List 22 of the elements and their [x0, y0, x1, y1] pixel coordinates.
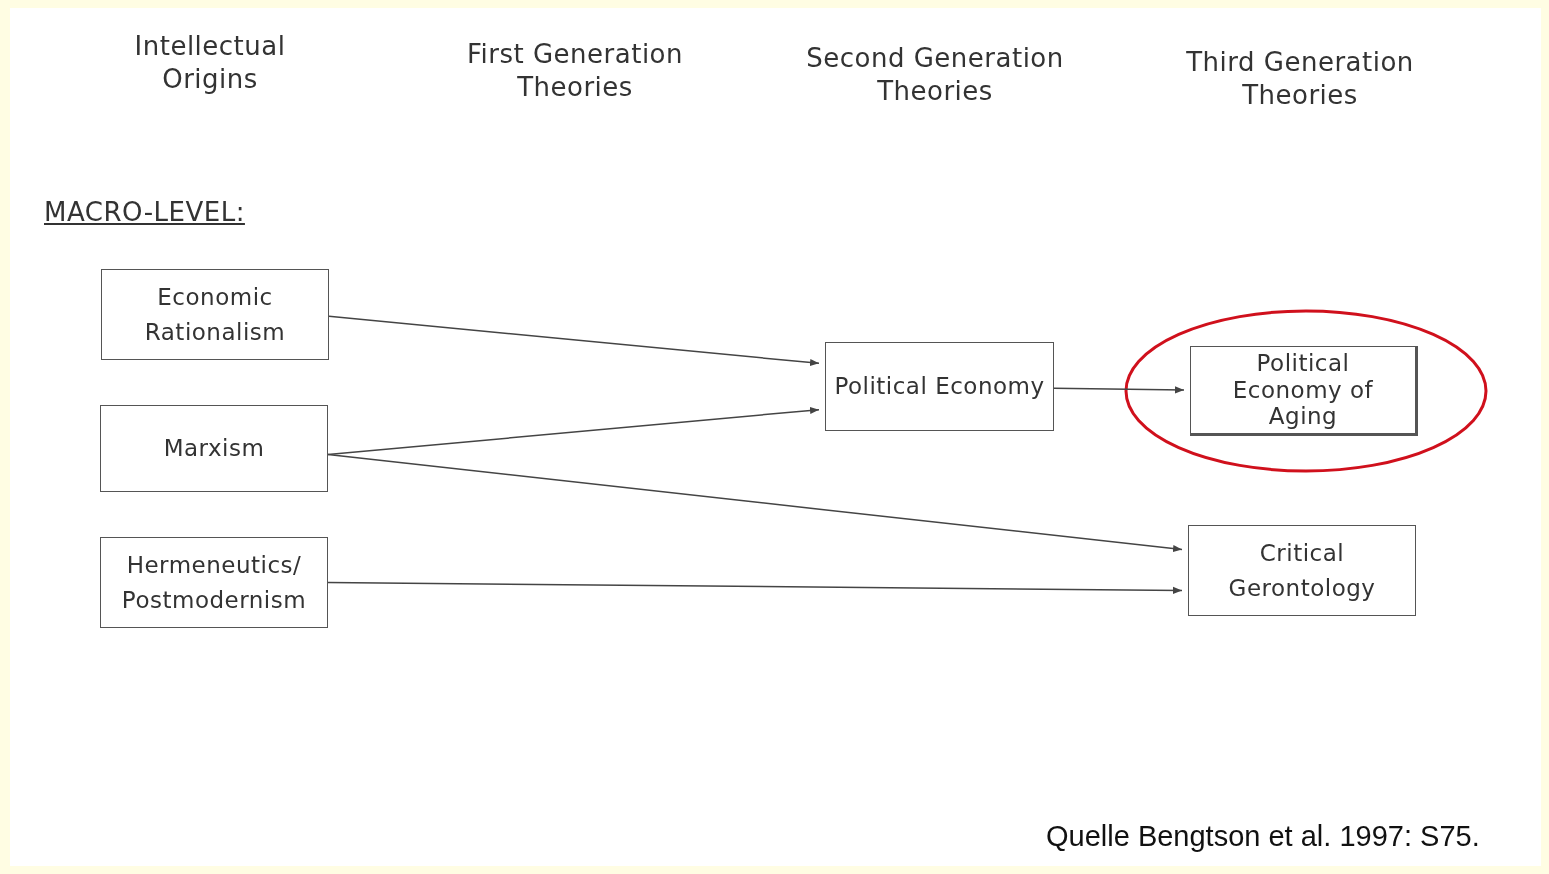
- arrow: [1053, 386, 1185, 394]
- node-label: Economic Rationalism: [143, 283, 287, 347]
- node-label: Critical Gerontology: [1227, 539, 1377, 603]
- node-label: Marxism: [163, 434, 265, 464]
- theory-box: [100, 537, 328, 628]
- column-heading: Third Generation Theories: [1185, 46, 1415, 111]
- theory-box: [100, 405, 328, 492]
- node-label: Hermeneutics/ Postmodernism: [120, 551, 308, 615]
- section-heading: MACRO-LEVEL:: [44, 196, 246, 229]
- node-label: Political Economy of Aging: [1231, 350, 1375, 430]
- arrow: [327, 581, 1183, 595]
- theory-box: [1188, 525, 1416, 616]
- column-heading: Second Generation Theories: [805, 42, 1065, 107]
- column-heading: Intellectual Origins: [133, 30, 287, 95]
- theory-box: [825, 342, 1054, 431]
- theory-box: [1190, 346, 1418, 436]
- arrow: [327, 453, 1183, 553]
- arrow: [328, 315, 820, 367]
- theory-box: [101, 269, 329, 360]
- source-caption: Quelle Bengtson et al. 1997: S75.: [1046, 820, 1480, 853]
- node-label: Political Economy: [834, 372, 1045, 402]
- column-heading: First Generation Theories: [466, 38, 684, 103]
